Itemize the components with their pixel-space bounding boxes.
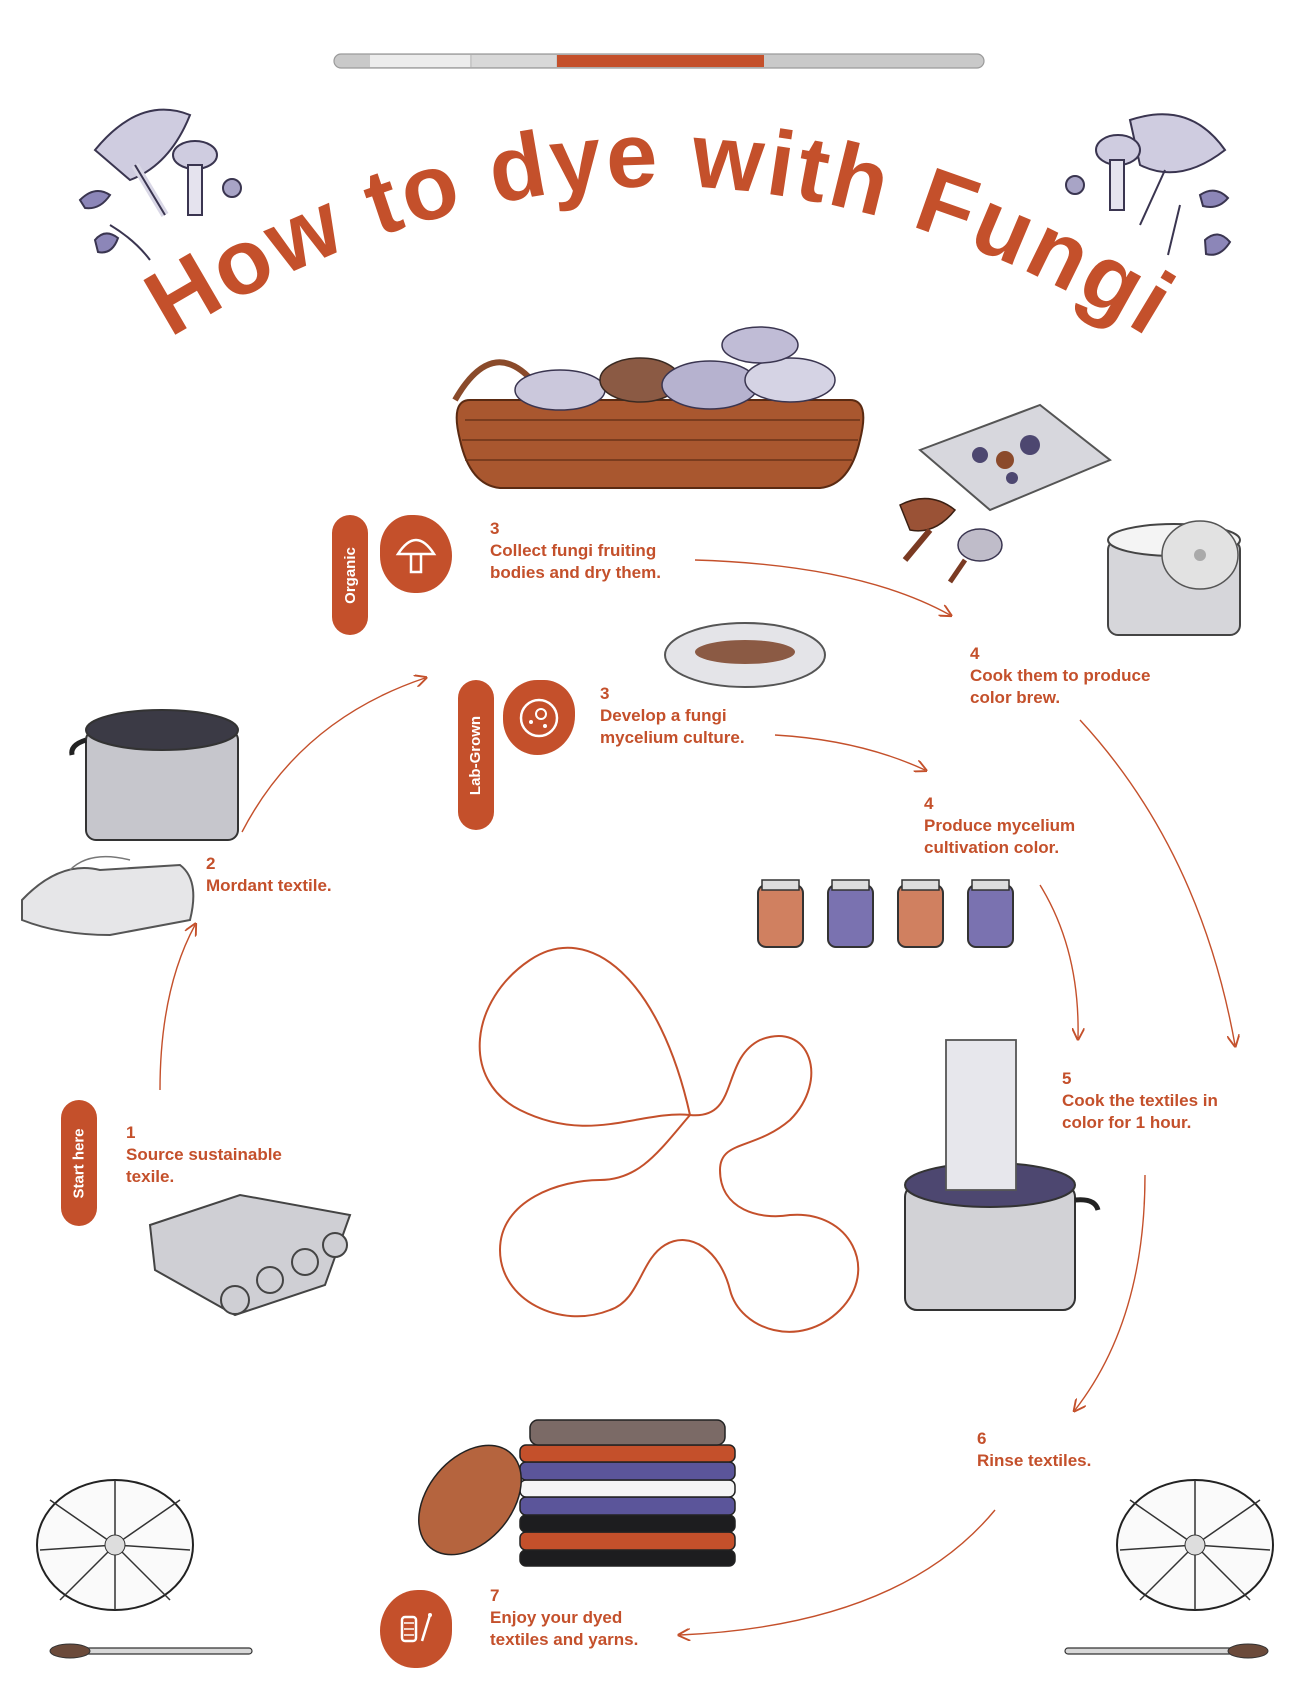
arrow-3o-to-4o xyxy=(694,559,950,615)
folded-textile-icon xyxy=(21,855,195,937)
tag-lab-grown: Lab-Grown xyxy=(458,680,494,830)
arrow-2-to-3 xyxy=(241,678,425,833)
stirring-stick-right-icon xyxy=(1064,1643,1269,1659)
arrow-6-to-7 xyxy=(680,1509,996,1635)
gill-cap-right-icon xyxy=(1116,1479,1274,1611)
drying-tray-icon xyxy=(918,403,1112,512)
dye-jars-icon xyxy=(757,879,1014,948)
basket-illustration-icon xyxy=(452,326,865,489)
mordant-pot-icon xyxy=(69,709,239,841)
mushroom-icon xyxy=(380,515,452,593)
progress-seg-light xyxy=(370,55,470,67)
step-7: 7 Enjoy your dyed textiles and yarns. xyxy=(490,1586,639,1649)
mushroom-cluster-right-icon xyxy=(1065,113,1232,256)
step-2: 2 Mordant textile. xyxy=(206,854,332,895)
dried-mushrooms-icon xyxy=(899,497,1003,584)
brew-pot-icon xyxy=(1107,520,1241,636)
step-3-lab: 3 Develop a fungi mycelium culture. xyxy=(600,684,745,747)
step-3-organic: 3 Collect fungi fruiting bodies and dry … xyxy=(490,519,661,582)
arrow-1-to-2 xyxy=(159,925,195,1091)
tag-start-here: Start here xyxy=(61,1100,97,1226)
petri-dish-illustration-icon xyxy=(664,622,826,688)
gill-cap-left-icon xyxy=(36,1479,194,1611)
tag-organic: Organic xyxy=(332,515,368,635)
dye-pot-icon xyxy=(904,1039,1101,1311)
step-4-lab: 4 Produce mycelium cultivation color. xyxy=(924,794,1076,857)
arrow-4o-to-5 xyxy=(1079,719,1235,1045)
arrow-5-to-6 xyxy=(1075,1174,1146,1410)
petri-dish-icon xyxy=(503,680,575,755)
step-5: 5 Cook the textiles in color for 1 hour. xyxy=(1062,1069,1218,1132)
step-4-organic: 4 Cook them to produce color brew. xyxy=(970,644,1151,707)
stirring-stick-left-icon xyxy=(49,1643,253,1659)
textile-rolls-icon xyxy=(148,1193,352,1317)
decorative-loop-curve xyxy=(478,946,860,1333)
arrow-3l-to-4l xyxy=(774,734,925,770)
mushroom-cluster-left-icon xyxy=(78,108,242,261)
progress-seg-light-2 xyxy=(472,55,556,67)
step-6: 6 Rinse textiles. xyxy=(977,1429,1092,1470)
yarn-spool-icon xyxy=(380,1590,452,1668)
dyed-textile-stack-icon xyxy=(418,1419,736,1567)
progress-active-segment xyxy=(557,55,764,67)
arrow-4l-to-5 xyxy=(1039,884,1078,1038)
step-1: 1 Source sustainable texile. xyxy=(126,1123,282,1186)
